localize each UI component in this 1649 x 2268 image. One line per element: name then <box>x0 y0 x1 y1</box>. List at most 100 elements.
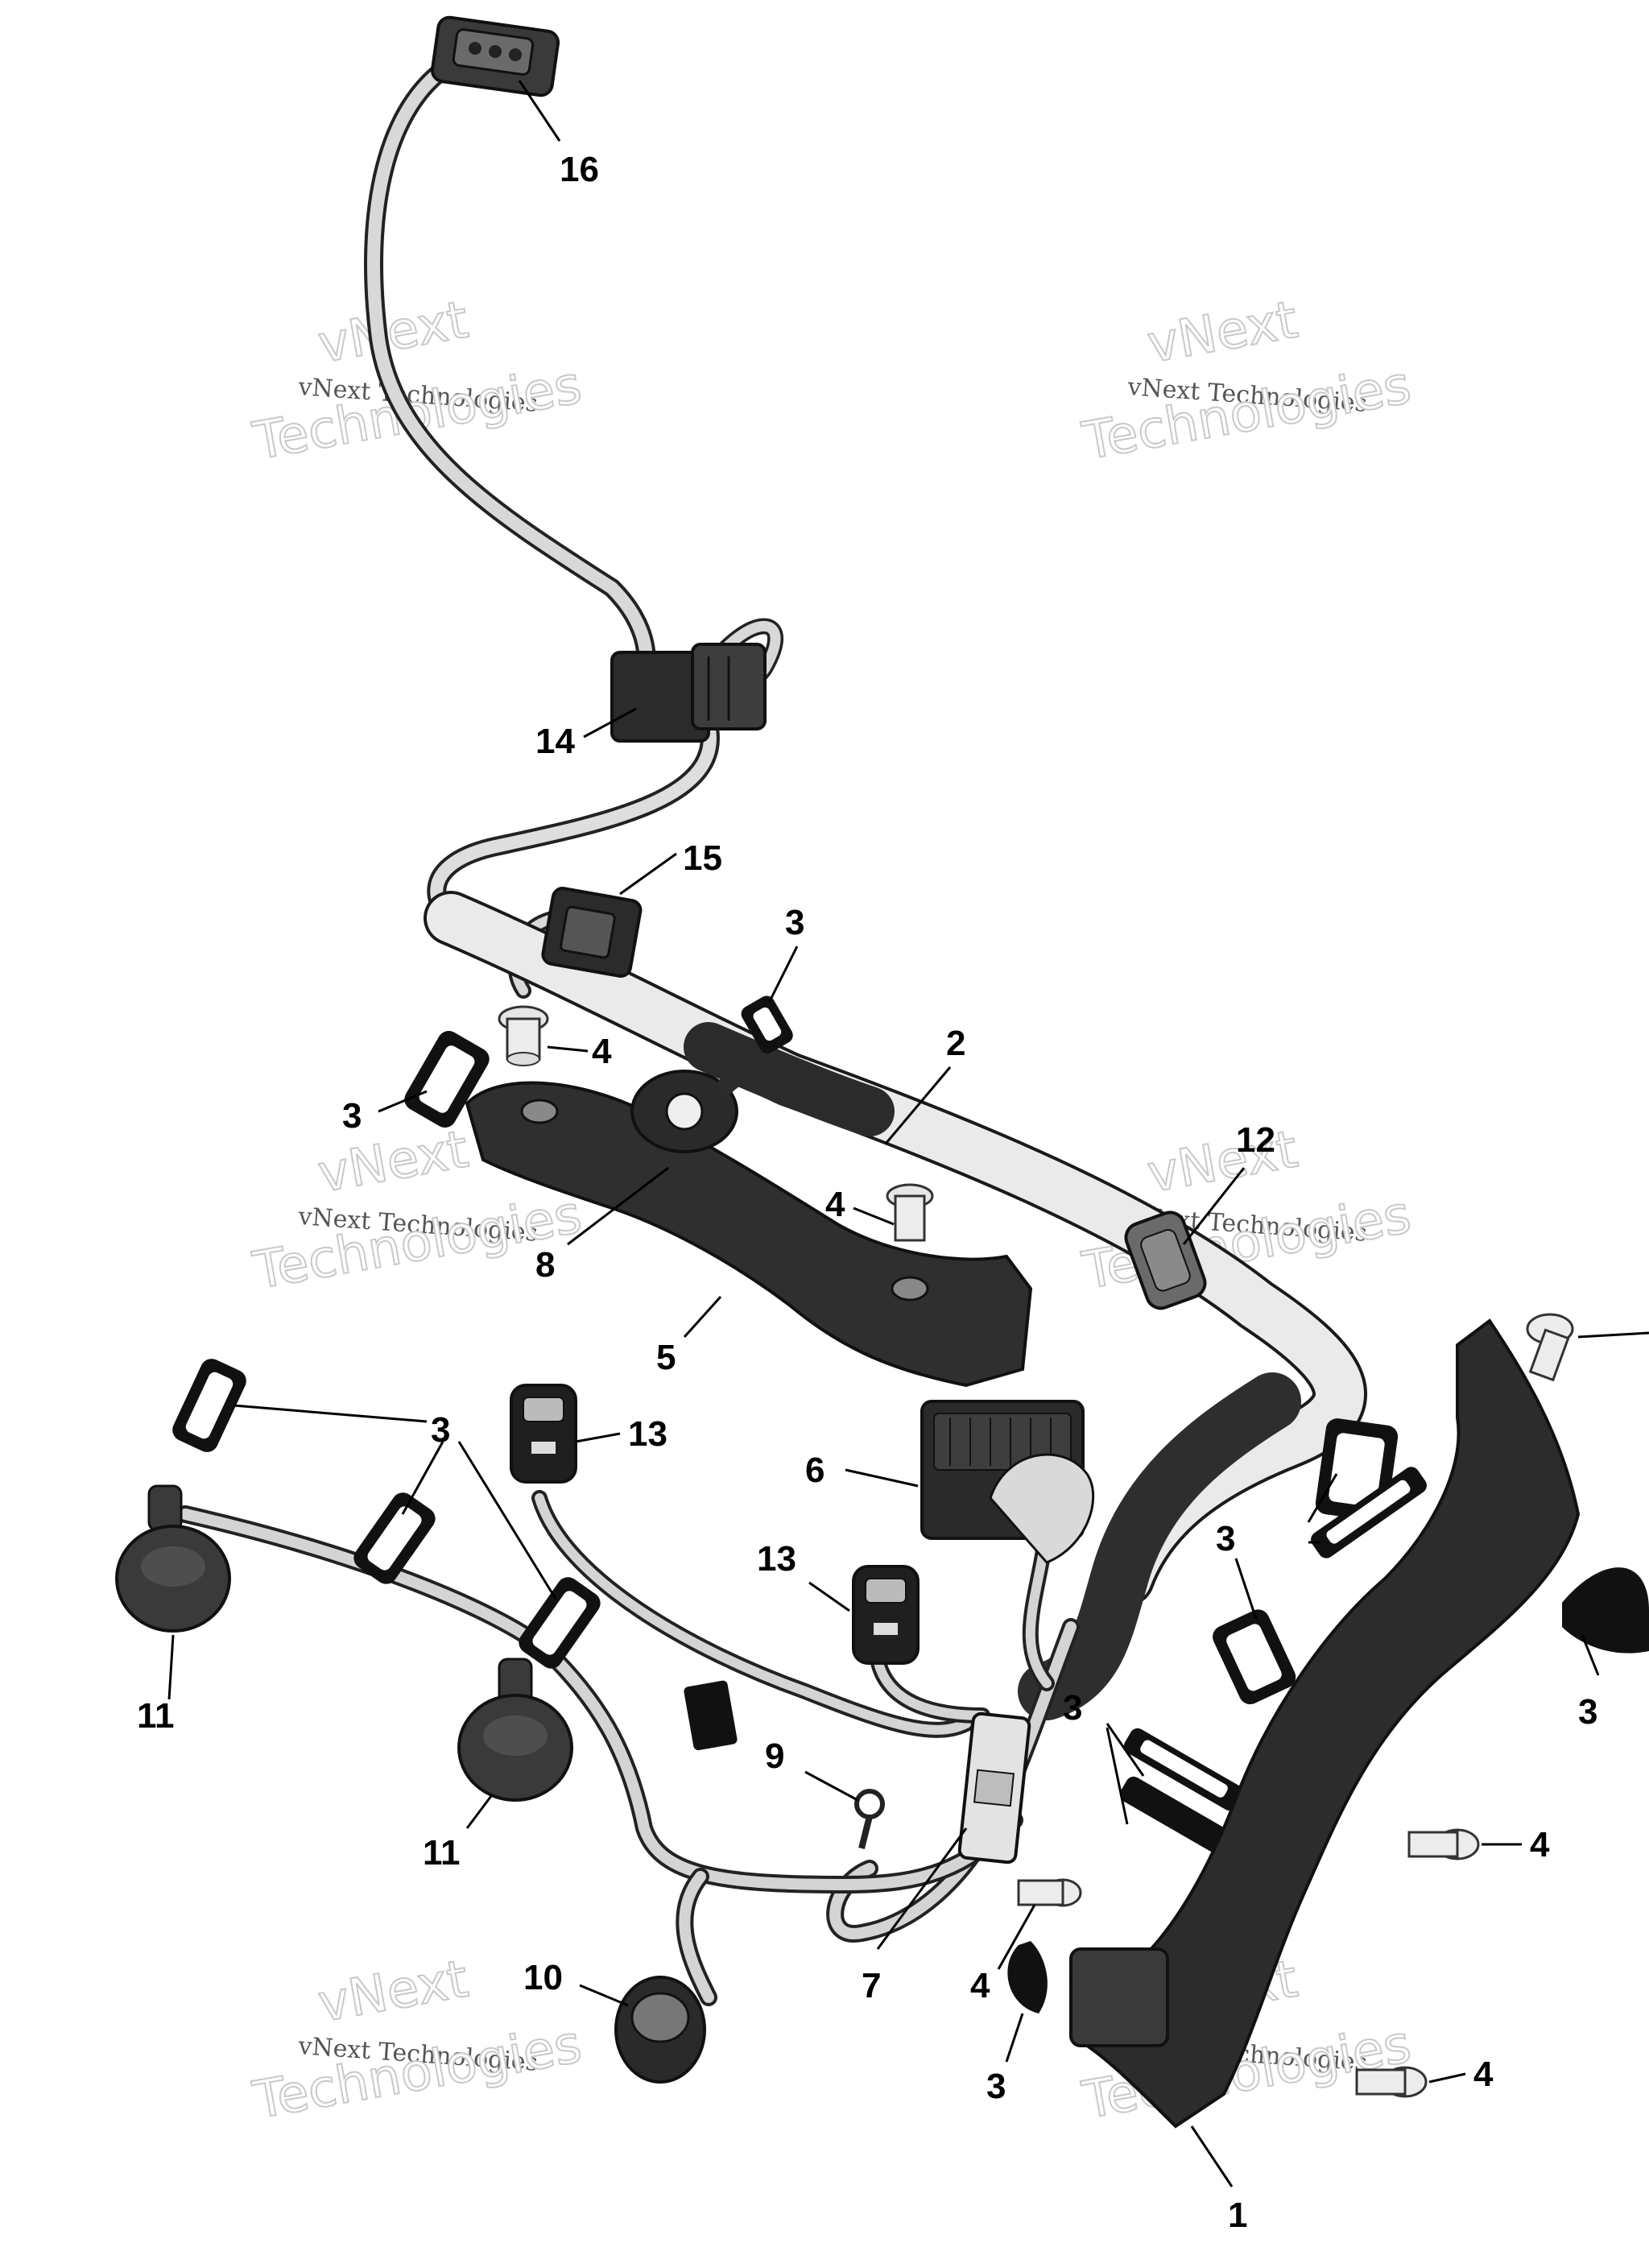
connector-15 <box>541 887 643 978</box>
leader-lines <box>167 80 1649 2187</box>
upper-lead-wire-core <box>367 58 653 683</box>
callout-2: 2 <box>946 1024 965 1063</box>
bolt-4-right-mid <box>1407 1828 1480 1860</box>
connector-13-right <box>852 1565 920 1665</box>
leader-3-lower-right-b <box>1106 1727 1129 1825</box>
callout-4-lower-middle: 4 <box>970 1966 990 2005</box>
callout-10: 10 <box>523 1958 563 1997</box>
callout-7: 7 <box>862 1966 881 2005</box>
leader-11-middle <box>465 1795 493 1829</box>
leader-5 <box>683 1295 722 1339</box>
leader-4-top <box>547 1045 589 1053</box>
callout-4-bottom-right: 4 <box>1473 2055 1494 2094</box>
leader-11-left <box>167 1634 175 1700</box>
callout-3-left-cluster: 3 <box>431 1410 450 1450</box>
watermark-brand-top: vNext <box>314 1120 473 1204</box>
leader-8 <box>567 1166 669 1246</box>
callout-3-right-cluster: 3 <box>1216 1519 1235 1558</box>
clip-3-top <box>741 995 793 1053</box>
leader-3-left-b <box>401 1441 444 1515</box>
leader-2 <box>884 1066 952 1144</box>
lower-harness-branch-core <box>829 1621 1077 1939</box>
boot-11-left <box>115 1484 231 1633</box>
leader-9 <box>804 1770 858 1802</box>
leader-13-right <box>808 1581 850 1612</box>
bracket-1 <box>1068 1318 1581 2129</box>
bolt-4-bottom-right <box>1355 2066 1428 2098</box>
wire-clip-small <box>684 1680 738 1751</box>
callout-11-left: 11 <box>137 1696 175 1736</box>
leader-14 <box>583 707 637 739</box>
clip-3-lower-right <box>1119 1728 1244 1860</box>
clip-3-left-a <box>172 1359 246 1452</box>
callout-13-left: 13 <box>628 1414 667 1454</box>
leader-4-lower-middle <box>997 1904 1036 1970</box>
callout-3-far-right: 3 <box>1578 1692 1597 1732</box>
callout-11-middle: 11 <box>423 1833 461 1873</box>
leader-1 <box>1190 2125 1234 2187</box>
part-12 <box>1124 1211 1207 1310</box>
callout-labels: 16 14 15 3 4 2 3 12 4 8 5 3 13 6 3 13 3 … <box>137 150 1597 2235</box>
callout-9: 9 <box>765 1736 784 1776</box>
callout-4-top: 4 <box>592 1032 612 1071</box>
callout-12: 12 <box>1236 1120 1275 1160</box>
clip-3-left-b <box>353 1492 436 1584</box>
callout-3-lower-right: 3 <box>1063 1688 1082 1728</box>
clip-3-bracket-left <box>404 1030 490 1128</box>
leader-3-left-a <box>233 1404 428 1423</box>
leader-3-top <box>767 946 799 1004</box>
leader-3-left-c <box>457 1441 557 1600</box>
connector-13-left <box>510 1384 577 1484</box>
clip-3-right-a <box>1315 1418 1399 1521</box>
boot-11-middle <box>457 1658 573 1802</box>
connector-14 <box>610 643 767 743</box>
watermark-brand-top: vNext <box>314 1949 473 2034</box>
clip-3-bottom <box>1007 1941 1048 2013</box>
callout-16: 16 <box>560 150 599 189</box>
bolt-4-top <box>498 1005 549 1066</box>
connector-13a-lead-core <box>535 1493 971 1735</box>
callout-15: 15 <box>683 838 722 878</box>
watermark-top-right: vNext vNext Technologies Technologies <box>1077 289 1416 473</box>
leader-16 <box>518 80 561 142</box>
leader-3-left <box>378 1090 428 1113</box>
callout-3-top: 3 <box>785 903 804 942</box>
connector-10 <box>614 1976 706 2084</box>
clip-3-right-c <box>1213 1609 1296 1705</box>
callout-14: 14 <box>535 722 575 761</box>
leader-3-bottom <box>1005 2013 1024 2063</box>
bolt-4-middle <box>886 1183 934 1242</box>
leader-4-upper-right <box>1577 1331 1649 1339</box>
callout-1: 1 <box>1228 2196 1247 2235</box>
watermark-brand-top: vNext <box>1143 1120 1302 1204</box>
leader-4-middle <box>853 1206 895 1226</box>
harness-dark-sheath-lower <box>1018 1372 1301 1720</box>
clip-3-left-c <box>519 1577 601 1669</box>
leader-3-lower-right-a <box>1106 1723 1145 1777</box>
ring-terminal-9 <box>854 1789 885 1849</box>
callout-4-right: 4 <box>1530 1825 1550 1864</box>
callout-3-bottom: 3 <box>986 2067 1006 2106</box>
callout-4-middle: 4 <box>825 1185 845 1224</box>
clip-3-far-right <box>1562 1567 1649 1653</box>
callout-8: 8 <box>535 1245 555 1285</box>
leader-7 <box>876 1827 968 1950</box>
left-lead-wire-core <box>180 1509 1020 1890</box>
callout-3-left: 3 <box>342 1096 362 1136</box>
connector-16 <box>430 15 560 97</box>
leader-3-right-a <box>1307 1473 1338 1523</box>
ecu-connector-6 <box>920 1400 1095 1564</box>
leader-4-bottom-right <box>1428 2072 1466 2084</box>
leader-3-far-right <box>1581 1634 1600 1676</box>
callout-5: 5 <box>656 1338 676 1377</box>
bolt-4-lower-middle <box>1017 1878 1082 1907</box>
leader-15 <box>619 852 677 896</box>
knock-sensor-8 <box>630 1060 814 1153</box>
callout-6: 6 <box>805 1451 824 1490</box>
connector-10-lead-core <box>679 1871 714 2003</box>
leader-12 <box>1182 1167 1246 1245</box>
watermark-brand-top: vNext <box>1143 290 1302 375</box>
bolt-4-upper-right <box>1526 1313 1574 1382</box>
